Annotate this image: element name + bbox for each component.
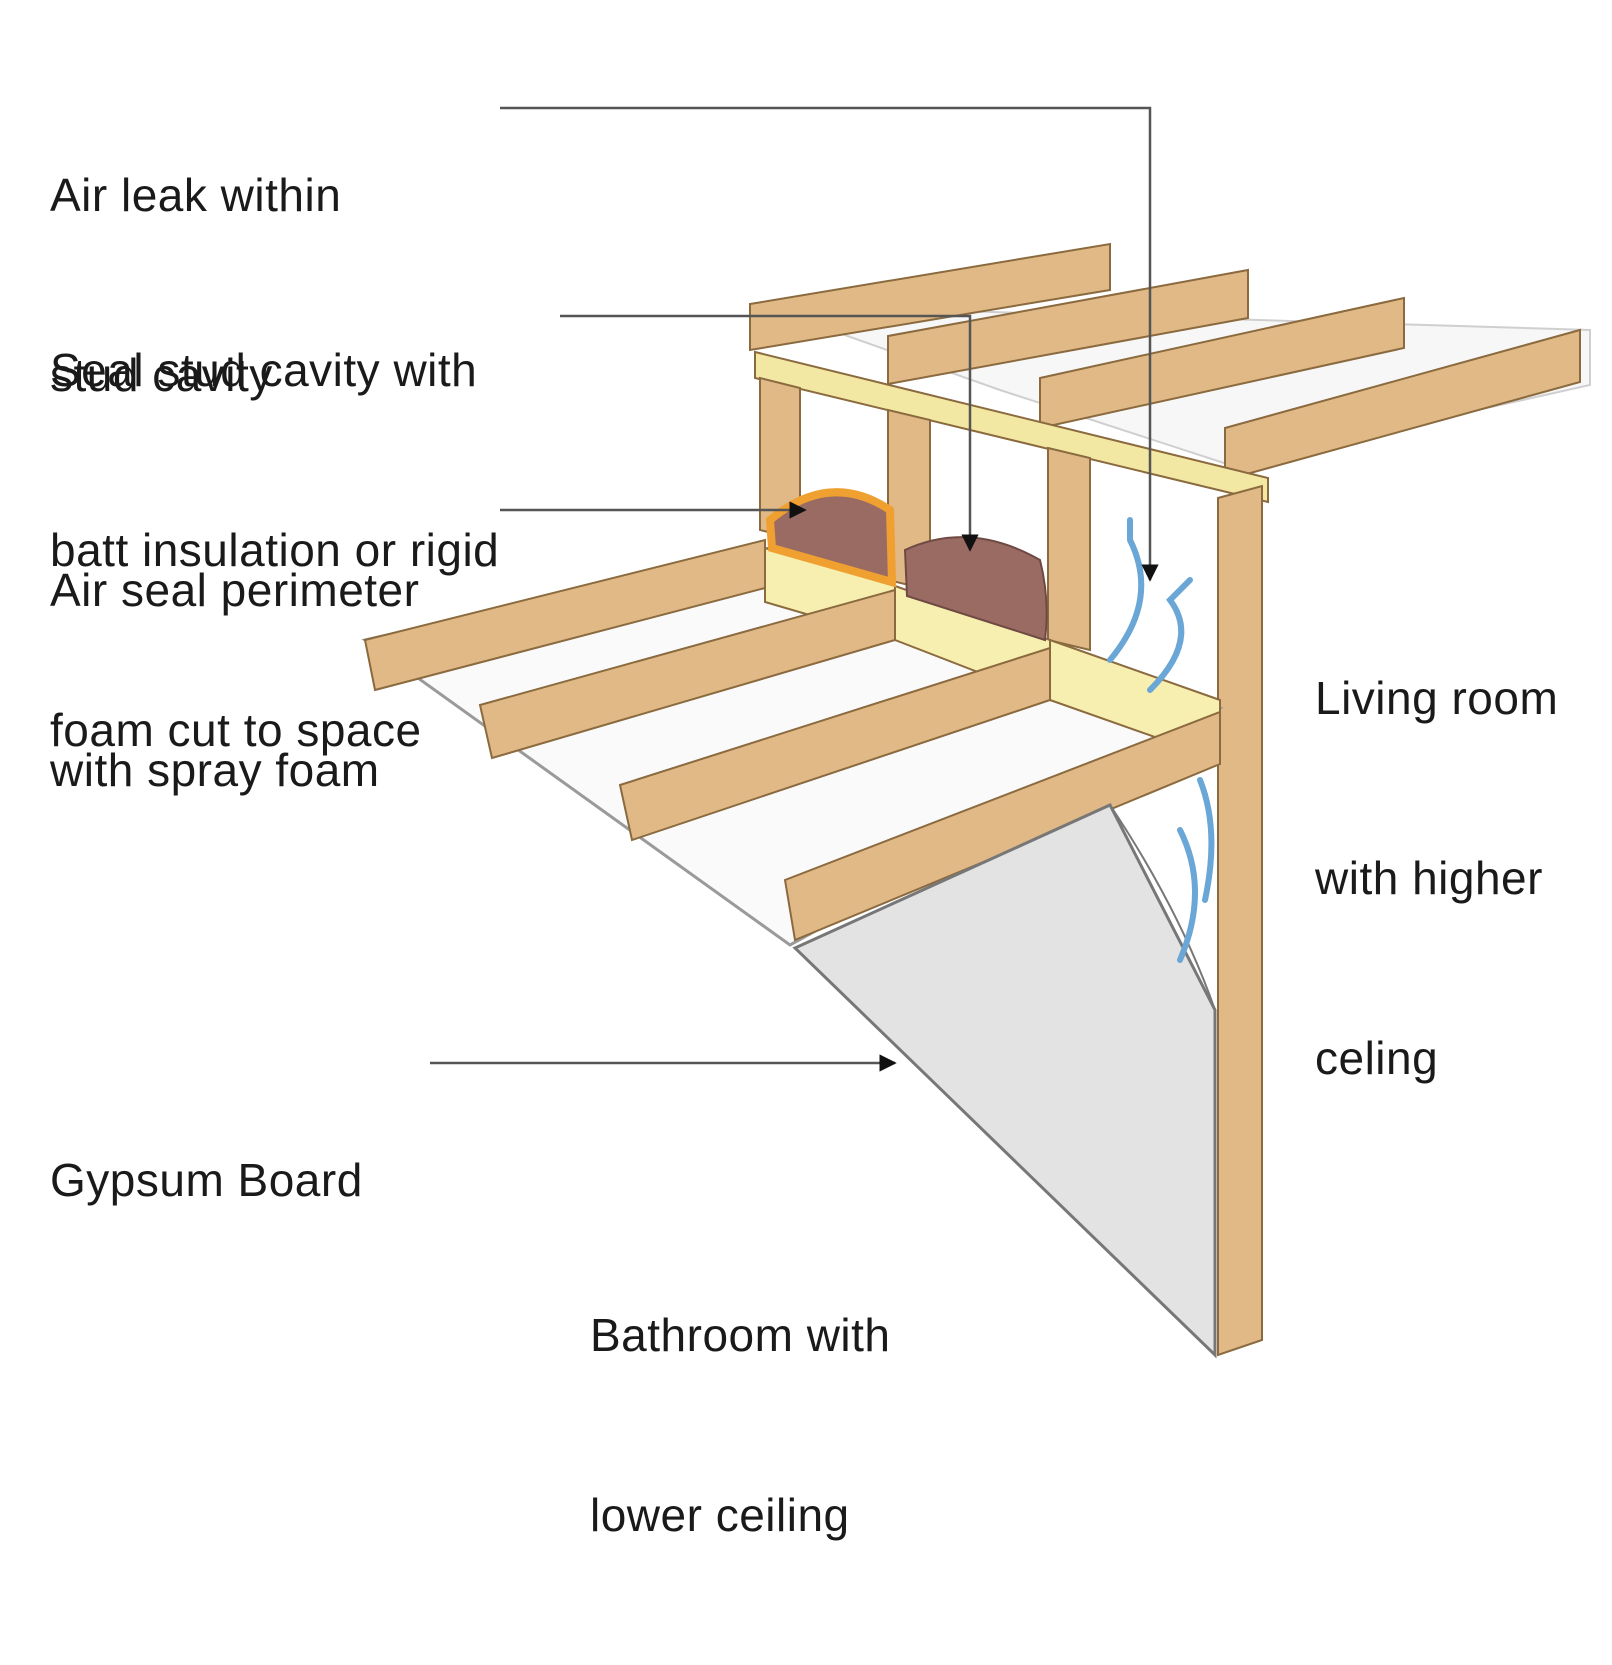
air-arrow-icon (1177, 827, 1198, 963)
label-line: Living room (1315, 672, 1559, 724)
label-line: Air seal perimeter (50, 564, 420, 616)
label-line: Air leak within (50, 169, 342, 221)
upper-joists (749, 242, 1581, 482)
label-living-room: Living room with higher celing (1315, 548, 1558, 1208)
label-line: Bathroom with (590, 1309, 891, 1361)
upper-joist-4 (1224, 328, 1581, 482)
lower-joist-1 (363, 538, 766, 692)
label-line: with spray foam (50, 744, 380, 796)
upper-joist-2 (887, 268, 1249, 386)
label-line: batt insulation or rigid (50, 524, 500, 576)
lower-joist-2 (478, 588, 896, 760)
label-gypsum-board: Gypsum Board (50, 1030, 363, 1330)
label-seal-cavity: Seal stud cavity with batt insulation or… (50, 220, 499, 880)
label-line: Seal stud cavity with (50, 344, 478, 396)
leader-seal-cavity (560, 314, 979, 552)
air-arrow-icon (1107, 517, 1145, 663)
lower-joists (363, 538, 1221, 942)
label-bathroom: Bathroom with lower ceiling (590, 1185, 891, 1665)
upper-joist-3 (1039, 296, 1405, 430)
upper-joist-1 (749, 242, 1111, 352)
label-line: foam cut to space (50, 704, 422, 756)
label-air-leak: Air leak within stud cavity (50, 45, 341, 525)
air-arrow-icon (1147, 577, 1193, 693)
label-line: Gypsum Board (50, 1154, 363, 1206)
corner-post (1217, 484, 1263, 1357)
framing-illustration (361, 106, 1591, 1359)
label-air-seal-perimeter: Air seal perimeter with spray foam (50, 440, 419, 920)
stud-3 (1047, 446, 1091, 652)
lower-joist-3 (618, 646, 1051, 842)
air-leak-arrows (1107, 517, 1215, 963)
label-line: lower ceiling (590, 1489, 850, 1541)
leader-air-leak (500, 106, 1159, 582)
top-plate (754, 350, 1269, 504)
label-line: celing (1315, 1032, 1439, 1084)
diagram-canvas: Air leak within stud cavity Seal stud ca… (50, 45, 1591, 1541)
leader-lines (430, 106, 1159, 1072)
air-arrow-icon (1197, 777, 1215, 903)
batt-insulation (903, 536, 1048, 642)
label-line: stud cavity (50, 349, 273, 401)
label-line: with higher (1315, 852, 1543, 904)
lower-joist-4 (783, 710, 1221, 942)
